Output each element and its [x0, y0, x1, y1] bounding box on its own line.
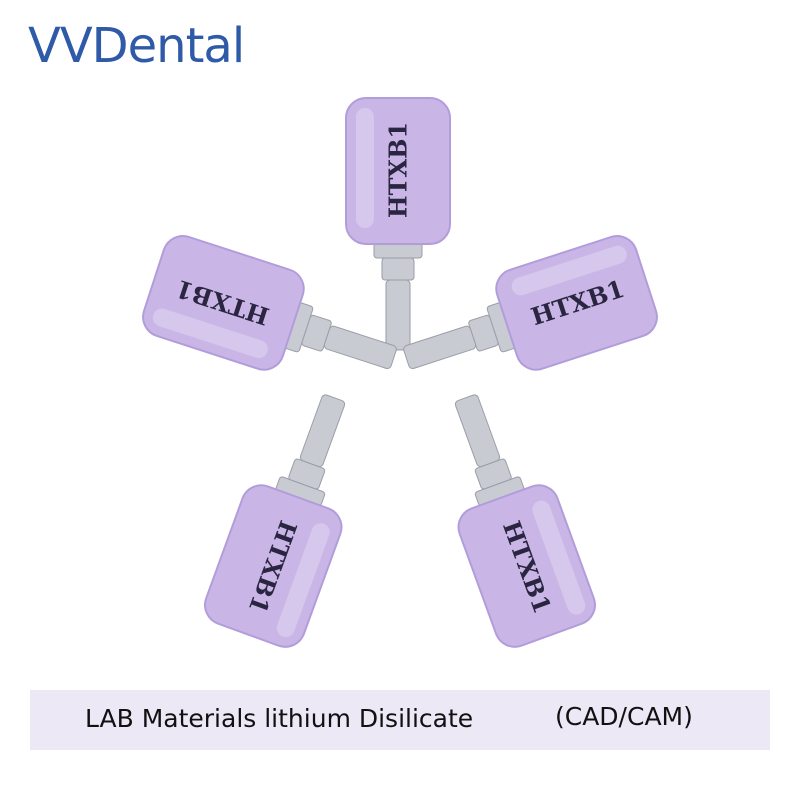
- brand-logo: VVDental: [28, 18, 245, 74]
- product-caption: LAB Materials lithium Disilicate: [85, 704, 474, 733]
- ceramic-block-graphic: HTXB1: [345, 97, 451, 351]
- ceramic-block-graphic: HTXB1: [204, 394, 346, 648]
- caption-bar: LAB Materials lithium Disilicate (CAD/CA…: [30, 690, 770, 750]
- product-tag: (CAD/CAM): [555, 702, 693, 731]
- ceramic-block-graphic: HTXB1: [403, 235, 658, 371]
- ceramic-block-graphic: HTXB1: [454, 394, 596, 648]
- ceramic-block-graphic: HTXB1: [142, 235, 397, 371]
- block-label: HTXB1: [384, 122, 413, 218]
